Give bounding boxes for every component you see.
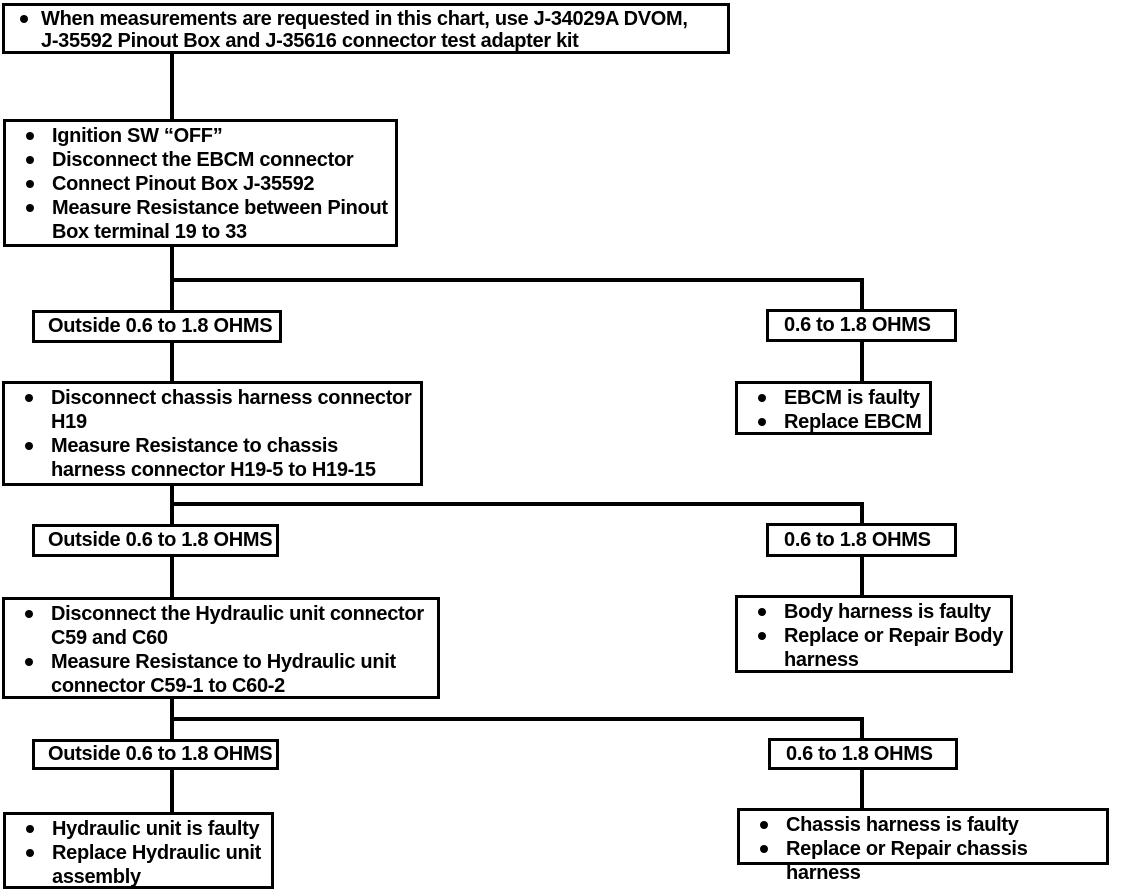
connector-branch2-to-dec2-right: [860, 502, 864, 525]
decision3-left-box: Outside 0.6 to 1.8 OHMS: [32, 739, 279, 770]
result3-left-box: Hydraulic unit is faulty Replace Hydraul…: [3, 812, 274, 889]
result3-left-item: Replace Hydraulic unit assembly: [6, 841, 265, 889]
decision2-right-label: 0.6 to 1.8 OHMS: [784, 528, 931, 551]
connector-branch2-horizontal: [170, 502, 864, 506]
decision1-right-label: 0.6 to 1.8 OHMS: [784, 314, 931, 336]
decision1-left-box: Outside 0.6 to 1.8 OHMS: [32, 310, 282, 343]
connector-branch1-horizontal: [170, 278, 864, 282]
connector-branch3-horizontal: [170, 717, 864, 721]
step1-item: Connect Pinout Box J-35592: [6, 172, 389, 196]
step1-item: Measure Resistance between Pinout Box te…: [6, 196, 389, 244]
result3-left-item: Hydraulic unit is faulty: [6, 817, 265, 841]
connector-dec2-left-to-step3: [170, 555, 174, 599]
result2-item: Body harness is faulty: [738, 600, 1004, 624]
step1-box: Ignition SW “OFF” Disconnect the EBCM co…: [3, 119, 398, 247]
decision2-right-box: 0.6 to 1.8 OHMS: [766, 523, 957, 557]
step1-item: Disconnect the EBCM connector: [6, 148, 389, 172]
decision3-left-label: Outside 0.6 to 1.8 OHMS: [48, 743, 273, 765]
connector-dec1-left-to-step2: [170, 341, 174, 383]
decision1-right-box: 0.6 to 1.8 OHMS: [766, 309, 957, 342]
step3-item: Disconnect the Hydraulic unit connector …: [5, 602, 431, 650]
connector-dec2-right-to-result2: [860, 555, 864, 597]
connector-dec3-right-to-result3-right: [860, 768, 864, 810]
result3-right-item: Replace or Repair chassis harness: [740, 837, 1100, 885]
decision2-left-box: Outside 0.6 to 1.8 OHMS: [32, 524, 279, 557]
decision1-left-label: Outside 0.6 to 1.8 OHMS: [48, 315, 273, 337]
connector-dec3-left-to-result3-left: [170, 768, 174, 814]
connector-branch3-to-dec3-right: [860, 717, 864, 740]
result2-item: Replace or Repair Body harness: [738, 624, 1004, 672]
connector-dec1-right-to-result1: [860, 340, 864, 383]
result1-item: Replace EBCM: [738, 410, 923, 434]
result2-right-box: Body harness is faulty Replace or Repair…: [735, 595, 1013, 673]
connector-note-to-step1: [170, 53, 174, 120]
note-item: When measurements are requested in this …: [5, 8, 697, 52]
step3-item: Measure Resistance to Hydraulic unit con…: [5, 650, 431, 698]
decision3-right-box: 0.6 to 1.8 OHMS: [768, 738, 958, 770]
result3-right-box: Chassis harness is faulty Replace or Rep…: [737, 808, 1109, 884]
step1-item: Ignition SW “OFF”: [6, 124, 389, 148]
connector-branch1-to-dec1-right: [860, 278, 864, 311]
result1-item: EBCM is faulty: [738, 386, 923, 410]
result3-right-item: Chassis harness is faulty: [740, 813, 1100, 837]
result1-right-box: EBCM is faulty Replace EBCM: [735, 381, 932, 435]
step2-box: Disconnect chassis harness connector H19…: [2, 381, 423, 486]
step3-box: Disconnect the Hydraulic unit connector …: [2, 597, 440, 699]
step2-item: Disconnect chassis harness connector H19: [5, 386, 414, 434]
decision3-right-label: 0.6 to 1.8 OHMS: [786, 742, 933, 765]
note-box: When measurements are requested in this …: [2, 3, 730, 54]
step2-item: Measure Resistance to chassis harness co…: [5, 434, 414, 482]
decision2-left-label: Outside 0.6 to 1.8 OHMS: [48, 529, 273, 551]
